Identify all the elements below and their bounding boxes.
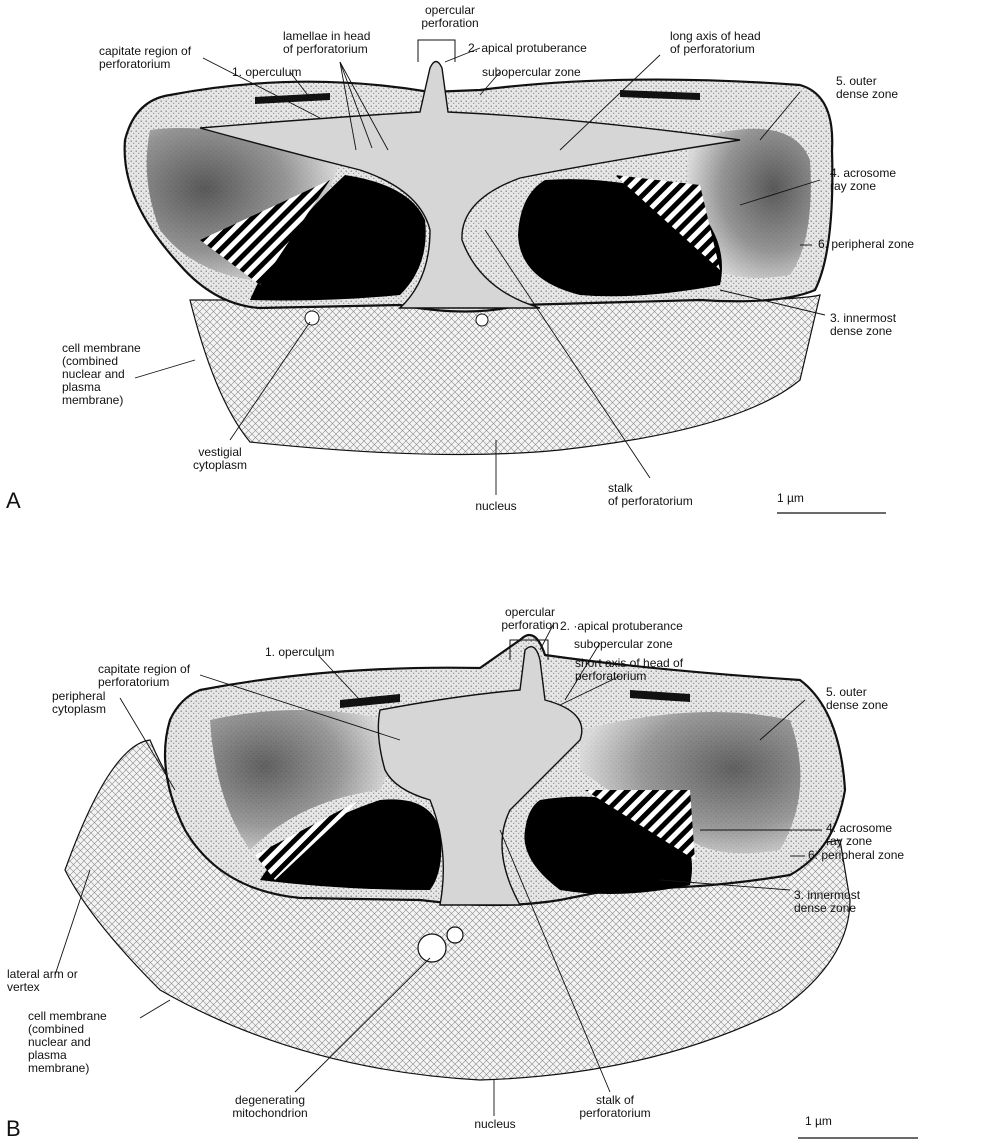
- label-head-axis: long axis of head of perforatorium: [670, 30, 761, 56]
- label-lamellae: lamellae in head of perforatorium: [283, 30, 370, 56]
- vestigial-cytoplasm: [305, 311, 319, 325]
- perforation-bracket: [418, 40, 455, 62]
- label-stalk: stalk of perforatorium: [570, 1094, 660, 1120]
- label-degenerating-mitochondrion: degenerating mitochondrion: [220, 1094, 320, 1120]
- label-cell-membrane: cell membrane (combined nuclear and plas…: [28, 1010, 107, 1075]
- label-acrosome-ray-zone: 4. acrosome ray zone: [830, 167, 896, 193]
- label-innermost-dense-zone: 3. innermost dense zone: [830, 312, 896, 338]
- panel-b-letter: B: [6, 1118, 21, 1140]
- label-vestigial-cytoplasm: vestigial cytoplasm: [175, 446, 265, 472]
- degenerating-mitochondrion: [418, 934, 446, 962]
- label-opercular-perforation: opercular perforation: [410, 4, 490, 30]
- label-capitate-region: capitate region of perforatorium: [99, 45, 191, 71]
- panel-a-letter: A: [6, 490, 21, 512]
- nucleus-region: [190, 295, 820, 455]
- label-outer-dense-zone: 5. outer dense zone: [826, 686, 888, 712]
- label-subopercular-zone: subopercular zone: [482, 66, 581, 79]
- label-operculum: 1. operculum: [265, 646, 334, 659]
- label-stalk: stalk of perforatorium: [608, 482, 693, 508]
- label-peripheral-zone: 6. peripheral zone: [818, 238, 914, 251]
- label-operculum: 1. operculum: [232, 66, 301, 79]
- scale-label: 1 µm: [805, 1114, 915, 1128]
- label-innermost-dense-zone: 3. innermost dense zone: [794, 889, 860, 915]
- label-nucleus: nucleus: [455, 1118, 535, 1131]
- scale-label: 1 µm: [777, 491, 887, 505]
- degenerating-mitochondrion: [447, 927, 463, 943]
- panel-a-diagram: [125, 40, 886, 513]
- label-peripheral-cytoplasm: peripheral cytoplasm: [52, 690, 106, 716]
- label-cell-membrane: cell membrane (combined nuclear and plas…: [62, 342, 141, 407]
- label-lateral-arm: lateral arm or vertex: [7, 968, 78, 994]
- panel-b-diagram: [55, 625, 918, 1138]
- label-subopercular-zone: subopercular zone: [574, 638, 673, 651]
- label-head-axis: short axis of head of perforatorium: [575, 657, 683, 683]
- label-apical-protuberance: 2. ·apical protuberance: [560, 620, 683, 633]
- label-apical-protuberance: 2. apical protuberance: [468, 42, 587, 55]
- label-outer-dense-zone: 5. outer dense zone: [836, 75, 898, 101]
- label-nucleus: nucleus: [456, 500, 536, 513]
- vestigial-cytoplasm: [476, 314, 488, 326]
- label-peripheral-zone: 6. peripheral zone: [808, 849, 904, 862]
- label-acrosome-ray-zone: 4. acrosome ray zone: [826, 822, 892, 848]
- label-capitate-region: capitate region of perforatorium: [98, 663, 190, 689]
- label-opercular-perforation: opercular perforation: [490, 606, 570, 632]
